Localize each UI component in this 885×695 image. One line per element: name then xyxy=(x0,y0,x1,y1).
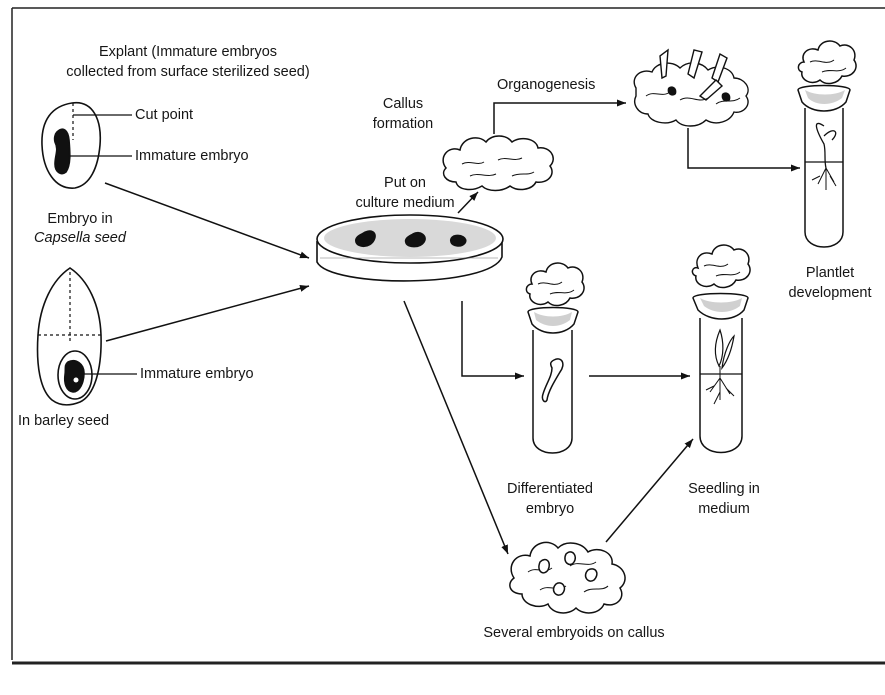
plantlet-label-line2: development xyxy=(780,284,880,303)
tube-seedling xyxy=(692,245,750,452)
petri-dish xyxy=(317,215,503,281)
seedling-label-line1: Seedling in xyxy=(664,480,784,499)
embryoids-label: Several embryoids on callus xyxy=(424,624,724,643)
explant-label-line2: collected from surface sterilized seed) xyxy=(28,63,348,82)
arrow-organogenesis-to-plantlet xyxy=(688,128,800,168)
capsella-caption-line2: Capsella seed xyxy=(10,229,150,248)
barley-immature-embryo-label: Immature embryo xyxy=(140,365,254,384)
culture-medium-label-line2: culture medium xyxy=(345,194,465,213)
arrow-barley-to-dish xyxy=(106,286,309,341)
tube-differentiated-embryo xyxy=(526,263,584,453)
arrow-dish-to-differentiated xyxy=(462,301,524,376)
plantlet-label-line1: Plantlet xyxy=(780,264,880,283)
arrow-callus-to-organogenesis xyxy=(494,103,626,134)
culture-medium-label-line1: Put on xyxy=(345,174,465,193)
barley-caption: In barley seed xyxy=(18,412,109,431)
embryoids-callus xyxy=(510,542,625,612)
organogenesis-label: Organogenesis xyxy=(497,76,595,95)
callus-formation-label-line2: formation xyxy=(368,115,438,134)
differentiated-label-line1: Differentiated xyxy=(490,480,610,499)
capsella-immature-embryo-label: Immature embryo xyxy=(135,147,249,166)
capsella-caption-line1: Embryo in xyxy=(10,210,150,229)
tube-plantlet xyxy=(798,41,856,247)
organogenesis-callus xyxy=(634,50,748,126)
seedling-label-line2: medium xyxy=(664,500,784,519)
differentiated-label-line2: embryo xyxy=(490,500,610,519)
cut-point-label: Cut point xyxy=(135,106,193,125)
callus-formation-label-line1: Callus xyxy=(368,95,438,114)
capsella-seed xyxy=(42,103,132,188)
explant-label-line1: Explant (Immature embryos xyxy=(28,43,348,62)
